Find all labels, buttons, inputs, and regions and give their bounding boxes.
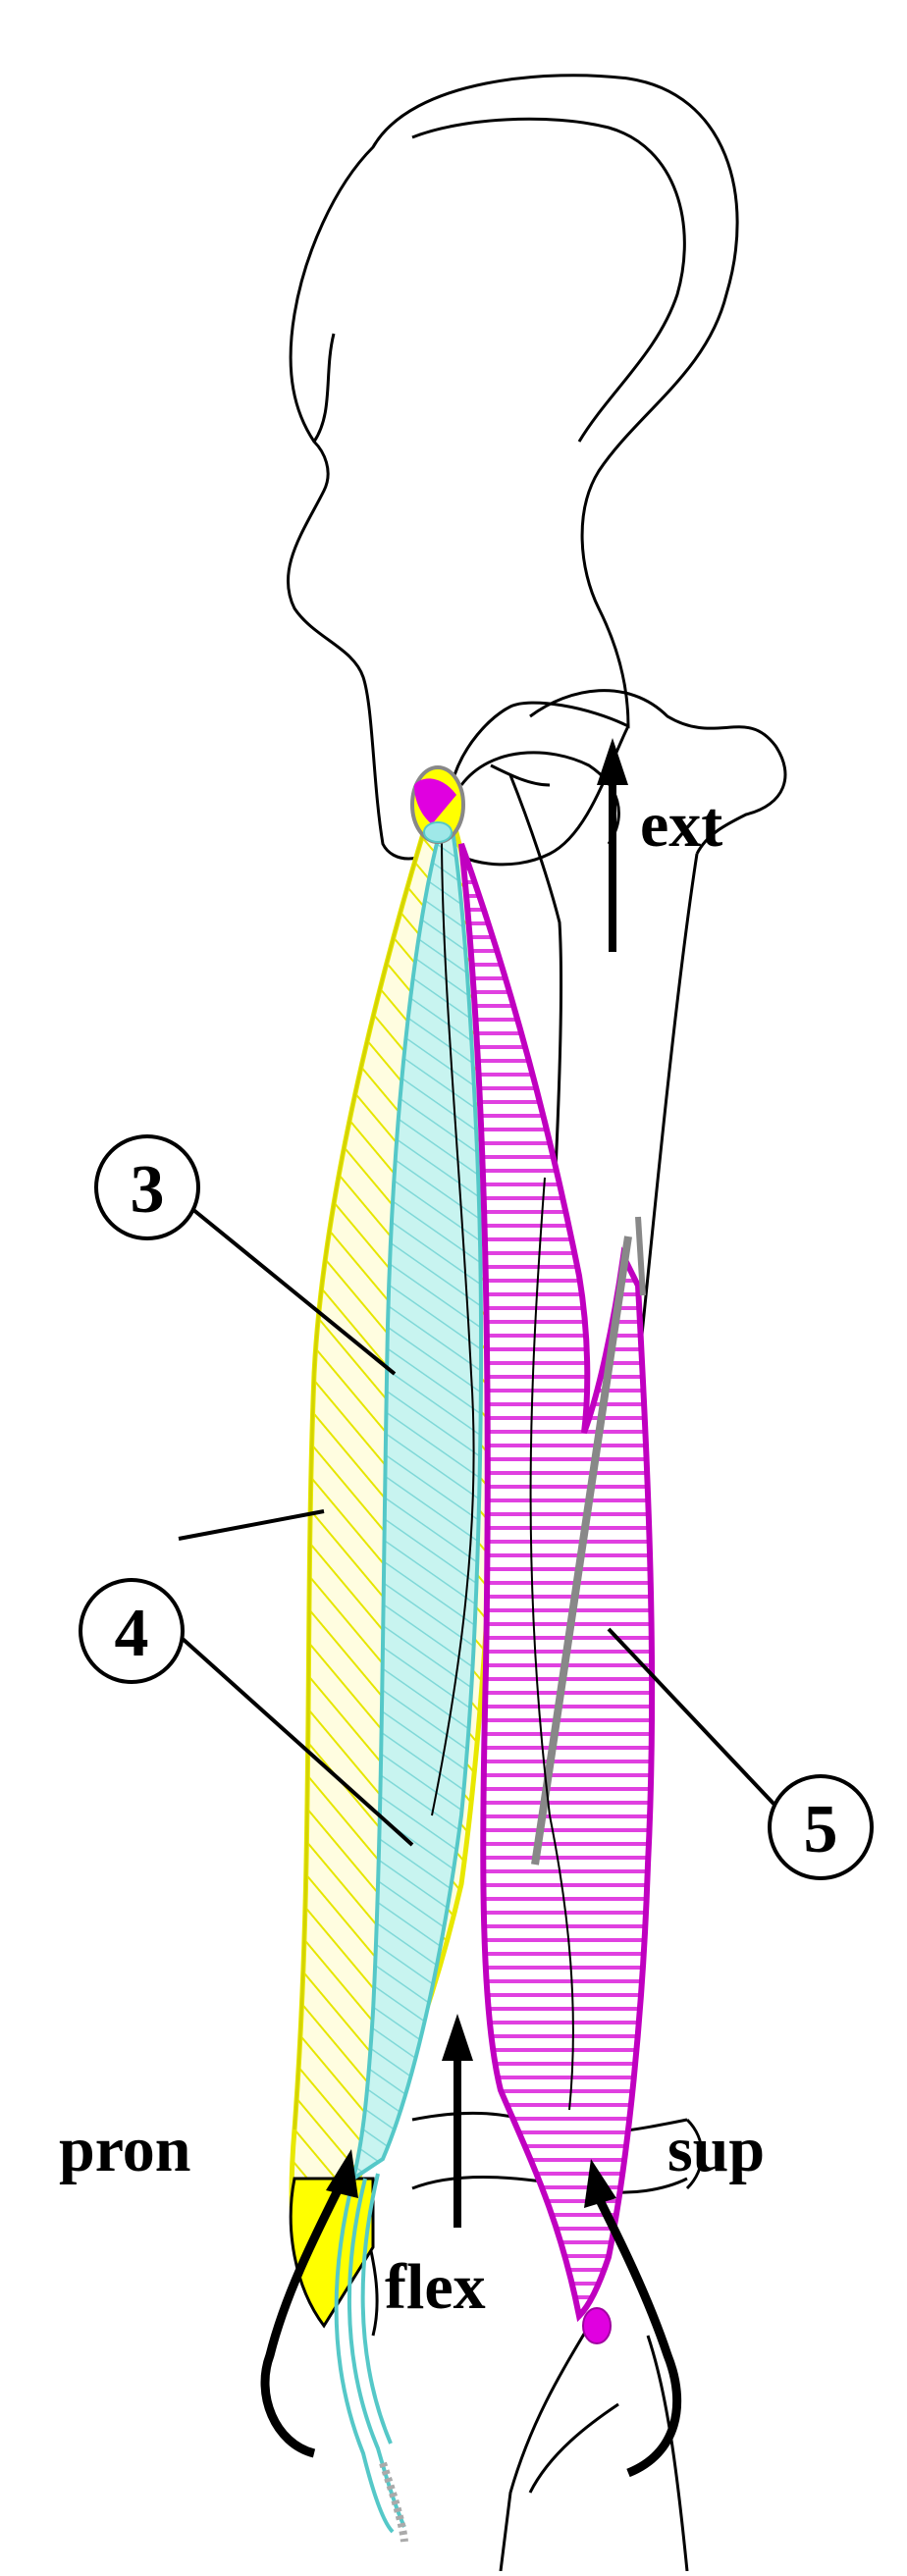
leader-5 — [607, 1627, 777, 1808]
leader-lines — [178, 1207, 777, 1847]
pelvis-bone — [286, 74, 739, 867]
sup-arrow — [584, 2159, 682, 2478]
muscle-5-contours — [431, 833, 574, 2111]
callout-5-text: 5 — [804, 1792, 838, 1867]
flex-arrow — [442, 2014, 473, 2228]
muscle-5-shape — [458, 842, 656, 2323]
label-sup: sup — [667, 2114, 765, 2185]
label-flex: flex — [385, 2251, 486, 2323]
tendon-dotted-end — [379, 2461, 408, 2543]
label-ext: ext — [640, 789, 722, 861]
callout-4-text: 4 — [115, 1596, 149, 1671]
muscle-3-shape — [349, 822, 483, 2183]
muscle-origin-capsule — [410, 765, 465, 844]
callout-3: 3 — [94, 1134, 200, 1240]
muscle-5-insertion — [582, 2307, 612, 2344]
leader-4-lower — [181, 1637, 414, 1847]
callout-4: 4 — [79, 1578, 185, 1684]
pron-arrow — [260, 2149, 358, 2458]
leader-4-upper — [178, 1509, 325, 1541]
callout-3-text: 3 — [131, 1152, 165, 1228]
ext-arrow — [597, 738, 628, 952]
callout-5: 5 — [768, 1774, 874, 1880]
label-pron: pron — [59, 2114, 191, 2185]
leader-3 — [190, 1207, 397, 1376]
